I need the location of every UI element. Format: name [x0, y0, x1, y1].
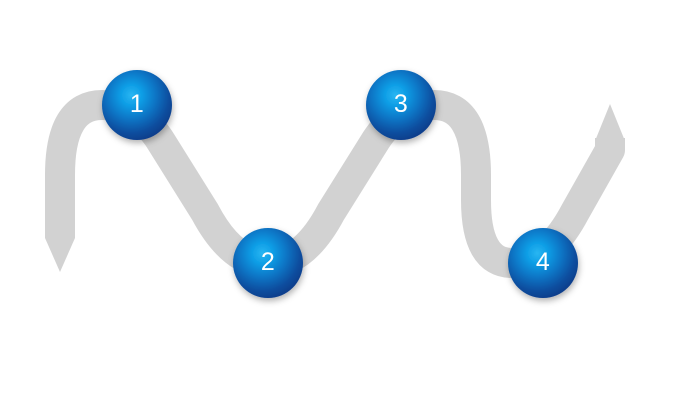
- node-group-3[interactable]: [366, 70, 436, 140]
- node-4-label: 4: [535, 247, 551, 276]
- node-2-label: 2: [260, 247, 276, 276]
- node-circle-4[interactable]: [508, 228, 578, 298]
- node-circle-2[interactable]: [233, 228, 303, 298]
- node-4[interactable]: 4: [508, 228, 578, 298]
- node-2[interactable]: 2: [233, 228, 303, 298]
- node-circle-1[interactable]: [102, 70, 172, 140]
- node-group-4[interactable]: [508, 228, 578, 298]
- node-1[interactable]: 1: [102, 70, 172, 140]
- node-3[interactable]: 3: [366, 70, 436, 140]
- node-1-label: 1: [129, 89, 145, 118]
- ribbon-start-chevron-down-icon: [45, 238, 75, 272]
- node-3-label: 3: [393, 89, 409, 118]
- node-circle-3[interactable]: [366, 70, 436, 140]
- node-group-2[interactable]: [233, 228, 303, 298]
- node-group-1[interactable]: [102, 70, 172, 140]
- ribbon-end-chevron-up-icon: [595, 104, 625, 141]
